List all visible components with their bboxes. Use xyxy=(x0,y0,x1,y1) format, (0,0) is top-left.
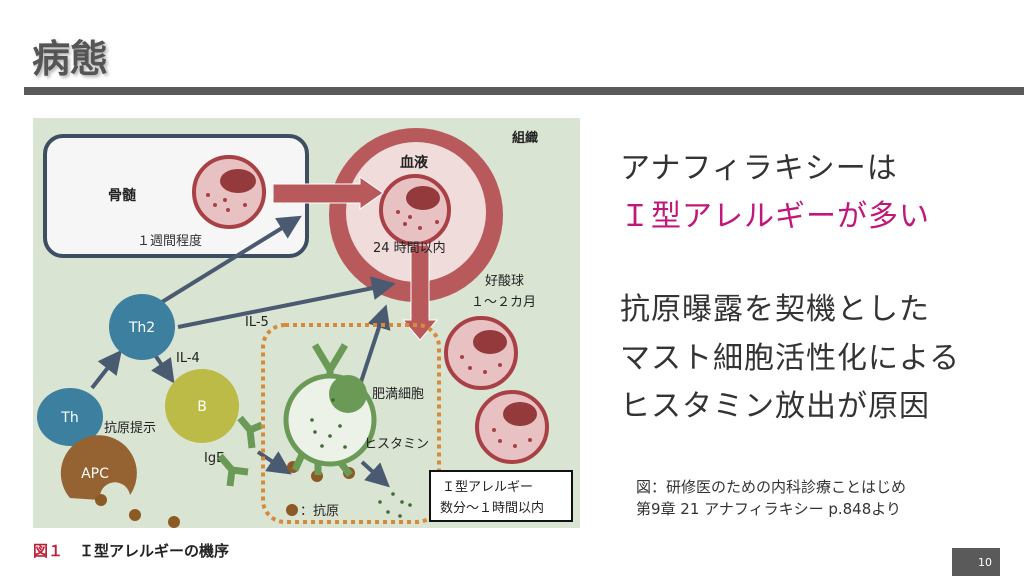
th2-label: Th2 xyxy=(128,320,155,336)
within-24h-label: 24 時間以内 xyxy=(373,240,446,256)
eosinophil-label: 好酸球 xyxy=(485,274,524,289)
b-cell xyxy=(165,369,239,443)
histamine-release-arrow xyxy=(360,460,390,488)
point-line-5: ヒスタミン放出が原因 xyxy=(620,389,930,424)
th2-to-marrow-arrow xyxy=(160,215,302,304)
histamine-label: ヒスタミン xyxy=(364,437,429,452)
marrow-to-blood-arrow xyxy=(272,176,384,210)
type1-box-line1: Ｉ型アレルギー xyxy=(442,480,533,495)
antigen-legend-label: ：抗原 xyxy=(300,504,339,519)
th2-cell xyxy=(109,294,175,360)
one-week-label: １週間程度 xyxy=(137,233,202,249)
eosinophil-cell-marrow xyxy=(192,155,266,229)
title-divider xyxy=(24,87,1024,95)
ige-label: IgE xyxy=(204,451,224,466)
ige-binding-arrow xyxy=(256,450,292,475)
point-line-3: 抗原曝露を契機とした xyxy=(620,292,930,327)
figure-caption-text: Ｉ型アレルギーの機序 xyxy=(79,542,230,560)
point-line-2: Ｉ型アレルギーが多い xyxy=(620,199,930,234)
apc-label: APC xyxy=(81,466,109,482)
antigen-legend-icon xyxy=(286,504,298,516)
apc-cell xyxy=(60,435,137,500)
mast-cell xyxy=(283,343,377,478)
citation: 図：研修医のための内科診療ことはじめ 第9章 21 アナフィラキシー p.848… xyxy=(636,476,906,520)
histamine-granules xyxy=(378,492,412,518)
eosinophil-cell-blood xyxy=(379,174,451,246)
b-label: B xyxy=(197,399,207,415)
page-title: 病態 xyxy=(32,37,109,81)
eosinophil-cell-tissue-1 xyxy=(444,316,518,390)
duration-label: １～２カ月 xyxy=(471,295,536,310)
mast-cell-label: 肥満細胞 xyxy=(372,387,424,402)
type1-allergy-diagram: 組織 骨髄 １週間程度 血液 好酸球 １～２カ月 24 時間以内 xyxy=(33,118,580,528)
figure-number: 図１ xyxy=(33,542,64,560)
type1-box-line2: 数分～１時間以内 xyxy=(440,500,544,516)
page-number: 10 xyxy=(952,548,1000,576)
il5-arrow xyxy=(177,276,396,329)
th-cell xyxy=(37,388,103,446)
ige-antibodies xyxy=(217,415,264,487)
citation-line-1: 図：研修医のための内科診療ことはじめ xyxy=(636,478,907,496)
blood-label: 血液 xyxy=(400,154,429,171)
point-line-4: マスト細胞活性化による xyxy=(620,341,961,376)
figure-caption: 図１ Ｉ型アレルギーの機序 xyxy=(33,540,229,561)
type1-allergy-box xyxy=(429,470,573,522)
point-line-1: アナフィラキシーは xyxy=(620,151,898,186)
mast-to-blood-arrow xyxy=(358,304,391,386)
citation-line-2: 第9章 21 アナフィラキシー p.848より xyxy=(636,500,901,518)
antigen-particles xyxy=(95,461,355,528)
th-label: Th xyxy=(60,410,78,426)
eosinophil-cell-tissue-2 xyxy=(475,390,549,464)
th-to-th2-arrow xyxy=(90,349,122,390)
bone-marrow-label: 骨髄 xyxy=(108,187,137,204)
il4-label: IL-4 xyxy=(176,351,200,366)
tissue-label: 組織 xyxy=(512,130,538,146)
mast-cell-region xyxy=(261,323,441,524)
antigen-presentation-label: 抗原提示 xyxy=(104,420,156,436)
il5-label: IL-5 xyxy=(245,315,269,330)
il4-arrow xyxy=(151,353,175,384)
